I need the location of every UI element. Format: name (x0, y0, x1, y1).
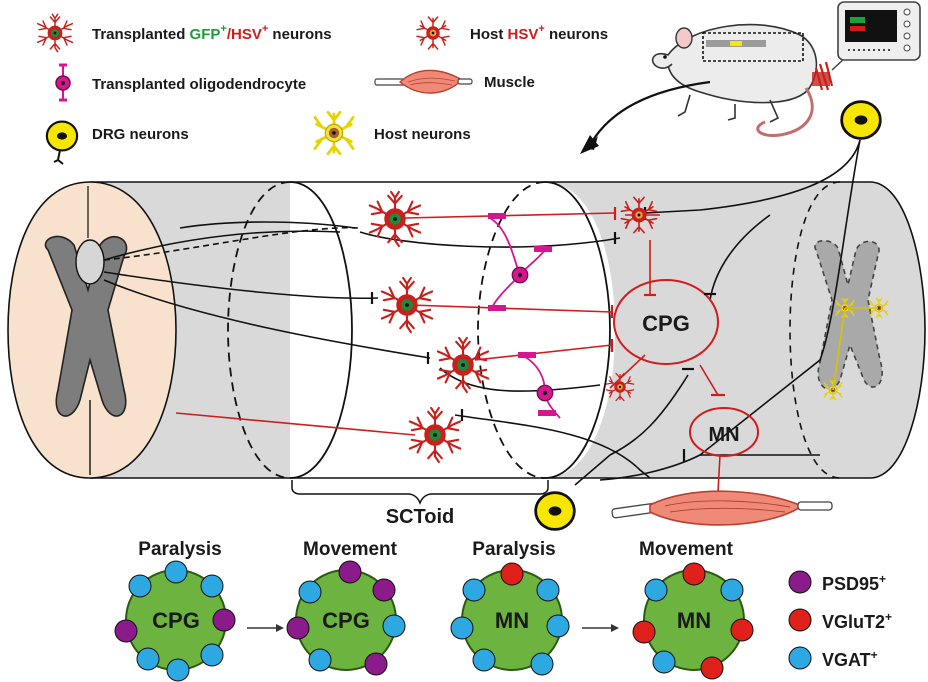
muscle-icon (374, 69, 473, 94)
vgat-swatch (788, 646, 812, 670)
legend-oligodendrocyte: Transplanted oligodendrocyte (92, 76, 306, 93)
mn-center-label: MN (495, 608, 529, 633)
legend-host-hsv-neurons: Host HSV+ neurons (470, 23, 608, 43)
state-title-2: Movement (303, 539, 398, 560)
oligodendrocyte-icon (55, 63, 71, 102)
transplanted-neuron-icon (36, 13, 74, 53)
sctoid-label: SCToid (386, 506, 455, 528)
psd95-swatch (788, 570, 812, 594)
cpg-paralysis-cell: CPG (114, 560, 236, 682)
key-psd95: PSD95+ (822, 572, 886, 594)
transition-arrow (582, 624, 619, 632)
rat-illustration (651, 23, 846, 138)
mn-label: MN (708, 424, 739, 446)
bottom-panels: Paralysis Movement Paralysis Movement CP… (114, 539, 892, 682)
vglut2-swatch (788, 608, 812, 632)
host-hsv-neuron-icon (416, 16, 450, 50)
zoom-arrow (589, 80, 711, 146)
key-vglut2: VGluT2+ (822, 610, 892, 632)
cpg-label: CPG (642, 311, 690, 336)
host-neuron-icon (313, 110, 355, 156)
cpg-movement-cell: CPG (286, 560, 406, 676)
sctoid-brace (291, 480, 549, 506)
mn-paralysis-cell: MN (450, 562, 570, 676)
key-vgat: VGAT+ (822, 648, 878, 670)
mn-center-label: MN (677, 608, 711, 633)
legend-drg-neurons: DRG neurons (92, 126, 189, 143)
state-title-4: Movement (639, 539, 734, 560)
legend-transplanted-neurons: Transplanted GFP+/HSV+ neurons (92, 23, 332, 43)
cpg-center-label: CPG (322, 608, 370, 633)
drg-neuron (534, 491, 576, 531)
legend: Transplanted GFP+/HSV+ neurons Host HSV+… (36, 13, 608, 165)
transition-arrow (247, 624, 284, 632)
state-title-3: Paralysis (472, 539, 555, 560)
muscle (611, 490, 833, 526)
cpg-center-label: CPG (152, 608, 200, 633)
drg-neuron-icon (45, 120, 79, 165)
legend-host-neurons: Host neurons (374, 126, 471, 143)
legend-muscle: Muscle (484, 74, 535, 91)
drg-neuron (840, 100, 882, 140)
oligodendrocytes (488, 213, 561, 419)
mn-movement-cell: MN (632, 562, 754, 680)
stimulator-monitor (837, 1, 921, 61)
marker-key: PSD95+ VGluT2+ VGAT+ (788, 570, 892, 670)
spinal-cord: CPG MN SCToid (7, 100, 926, 531)
state-title-1: Paralysis (138, 539, 221, 560)
